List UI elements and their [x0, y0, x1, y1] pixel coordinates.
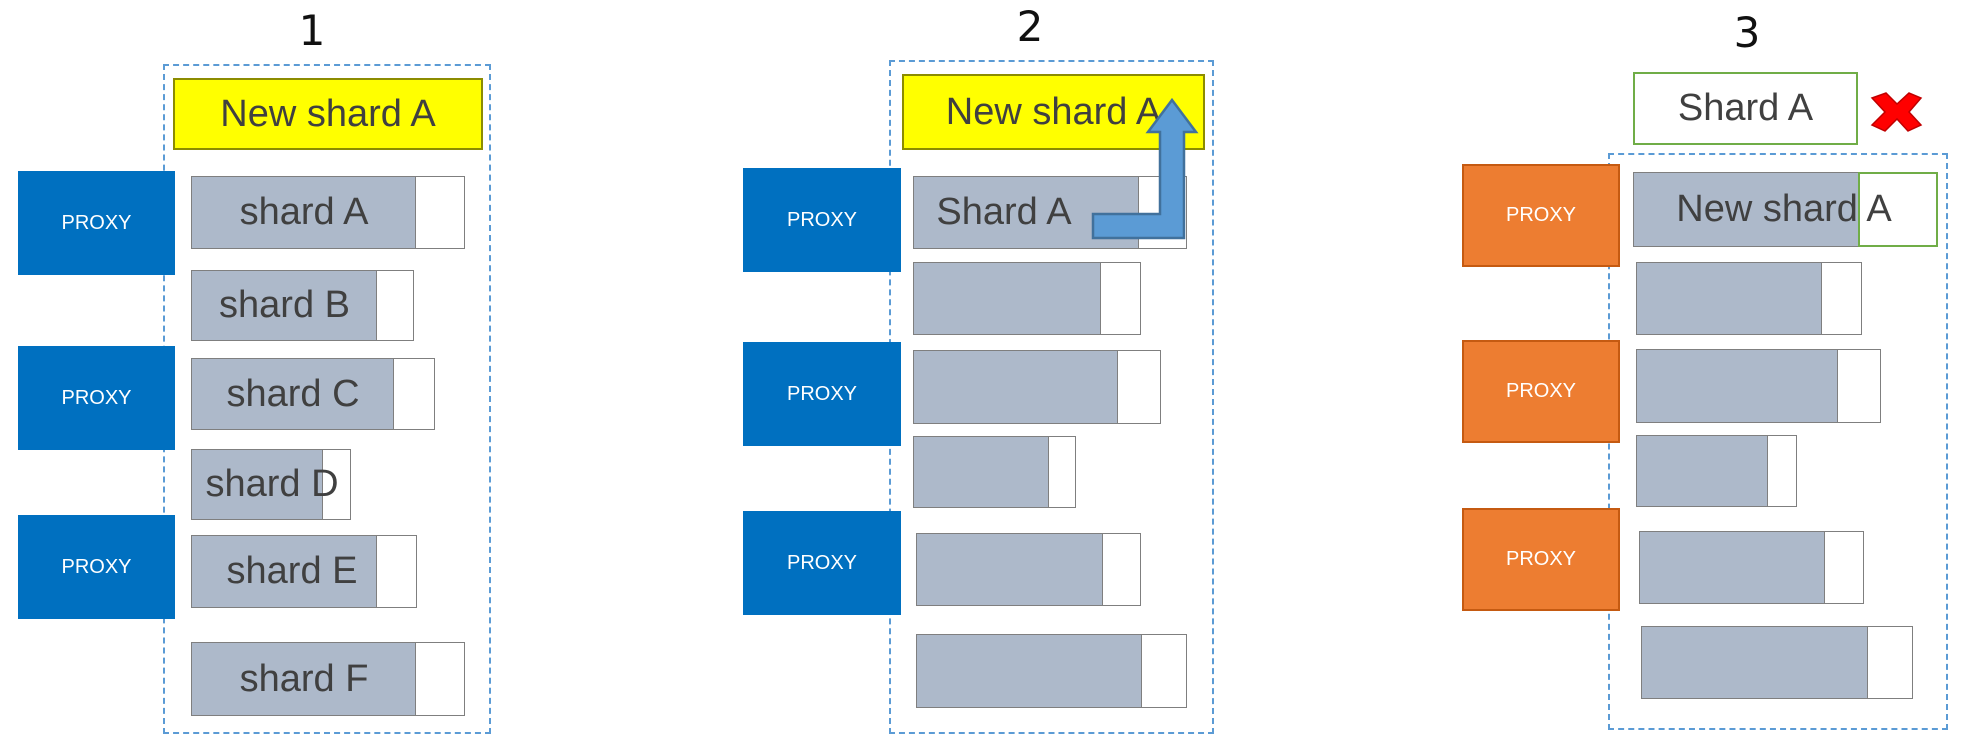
- step-1-shard-e-label: shard E: [226, 550, 358, 592]
- step-1-new-shard-a: New shard A: [173, 78, 483, 150]
- step-3-new-shard-a: New shard A: [1633, 172, 1892, 247]
- step-1-shard-e: shard E: [191, 535, 417, 608]
- step-2-shard-2: [913, 262, 1141, 335]
- step-1-shard-a: shard A: [191, 176, 465, 249]
- step-1-label: 1: [298, 6, 326, 55]
- step-2-shard-6: [916, 634, 1187, 708]
- step-3-new-shard-a-extension: [1858, 172, 1938, 247]
- step-3-shard-4: [1636, 435, 1797, 507]
- step-3-shard-6: [1641, 626, 1913, 699]
- step-3-new-shard-a-label: New shard A: [1676, 188, 1892, 230]
- step-3-shard-5: [1639, 531, 1864, 604]
- step-2-shard-5: [916, 533, 1141, 606]
- step-2-proxy-1: PROXY: [743, 168, 901, 272]
- step-2-proxy-2: PROXY: [743, 342, 901, 446]
- step-1-shard-c: shard C: [191, 358, 435, 430]
- step-2-label: 2: [1016, 2, 1044, 51]
- step-3-proxy-1: PROXY: [1462, 164, 1620, 267]
- step-3-old-shard-a: Shard A: [1633, 72, 1858, 145]
- step-1-shard-f: shard F: [191, 642, 465, 716]
- step-3-proxy-2: PROXY: [1462, 340, 1620, 443]
- step-1-shard-d-label: shard D: [205, 463, 339, 505]
- step-1-proxy-2: PROXY: [18, 346, 175, 450]
- step-1-shard-b-label: shard B: [219, 284, 350, 326]
- step-1-shard-d: shard D: [191, 449, 351, 520]
- step-2-proxy-3: PROXY: [743, 511, 901, 615]
- step-1-proxy-1: PROXY: [18, 171, 175, 275]
- step-1-shard-f-label: shard F: [239, 657, 369, 700]
- step-1-proxy-3: PROXY: [18, 515, 175, 619]
- step-1-shard-a-label: shard A: [239, 191, 369, 233]
- step-1-shard-c-label: shard C: [226, 372, 360, 415]
- step-2-new-shard-a: New shard A: [902, 74, 1205, 150]
- step-3-proxy-3: PROXY: [1462, 508, 1620, 611]
- step-2-shard-a-label: Shard A: [936, 191, 1072, 233]
- step-2-shard-4: [913, 436, 1076, 508]
- step-3-label: 3: [1733, 8, 1761, 57]
- step-1-shard-b: shard B: [191, 270, 414, 341]
- step-3-shard-2: [1636, 262, 1862, 335]
- step-2-shard-3: [913, 350, 1161, 424]
- step-3-shard-3: [1636, 349, 1881, 423]
